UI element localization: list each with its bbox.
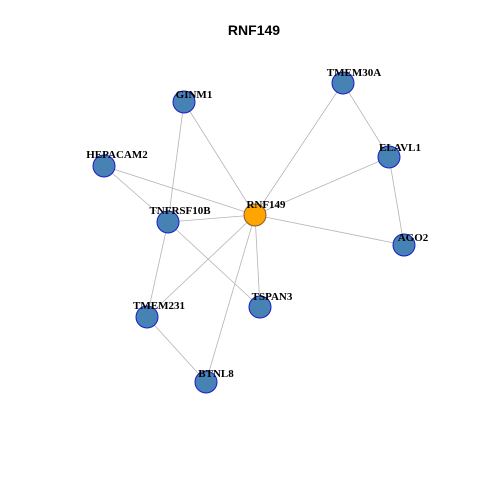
node-ginm1 xyxy=(172,90,196,114)
edge-rnf149-tnfrsf10b xyxy=(167,214,256,223)
edge-rnf149-ginm1 xyxy=(183,101,256,216)
edge-rnf149-tmem231 xyxy=(146,214,256,318)
node-tspan3 xyxy=(248,295,272,319)
node-hepacam2 xyxy=(92,154,116,178)
node-tmem231 xyxy=(135,305,159,329)
node-label-ago2: AGO2 xyxy=(398,232,429,244)
node-label-btnl8: BTNL8 xyxy=(198,368,234,380)
diagram-title: RNF149 xyxy=(228,22,280,38)
edge-rnf149-btnl8 xyxy=(205,214,256,383)
node-label-elavl1: ELAVL1 xyxy=(379,142,421,154)
edge-tmem30a-elavl1 xyxy=(342,82,390,158)
edge-rnf149-hepacam2 xyxy=(103,165,256,216)
node-label-tnfrsf10b: TNFRSF10B xyxy=(149,205,211,217)
node-btnl8 xyxy=(194,370,218,394)
edge-tnfrsf10b-tspan3 xyxy=(167,221,261,308)
node-ago2 xyxy=(392,233,416,257)
edge-rnf149-tspan3 xyxy=(254,214,261,308)
edge-hepacam2-tnfrsf10b xyxy=(103,165,169,223)
edge-rnf149-elavl1 xyxy=(254,156,390,216)
edge-elavl1-ago2 xyxy=(388,156,405,246)
edge-tmem231-btnl8 xyxy=(146,316,207,383)
edge-tnfrsf10b-tmem231 xyxy=(146,221,169,318)
edge-rnf149-tmem30a xyxy=(254,82,344,216)
nodes-layer xyxy=(92,71,416,394)
edge-ginm1-tnfrsf10b xyxy=(167,101,185,223)
edge-rnf149-ago2 xyxy=(254,214,405,246)
node-tmem30a xyxy=(331,71,355,95)
node-label-tmem231: TMEM231 xyxy=(133,300,185,312)
node-label-tmem30a: TMEM30A xyxy=(327,67,381,79)
node-elavl1 xyxy=(377,145,401,169)
node-tnfrsf10b xyxy=(156,210,180,234)
labels-layer: RNF149 TMEM30A GINM1ELAVL1HEPACAM2TNFRSF10… xyxy=(86,67,429,380)
node-rnf149 xyxy=(243,203,267,227)
node-label-ginm1: GINM1 xyxy=(176,89,213,101)
edges-layer xyxy=(103,82,405,383)
node-label-tspan3: TSPAN3 xyxy=(252,291,293,303)
node-label-rnf149: RNF149 xyxy=(246,199,286,211)
node-label-hepacam2: HEPACAM2 xyxy=(86,149,148,161)
